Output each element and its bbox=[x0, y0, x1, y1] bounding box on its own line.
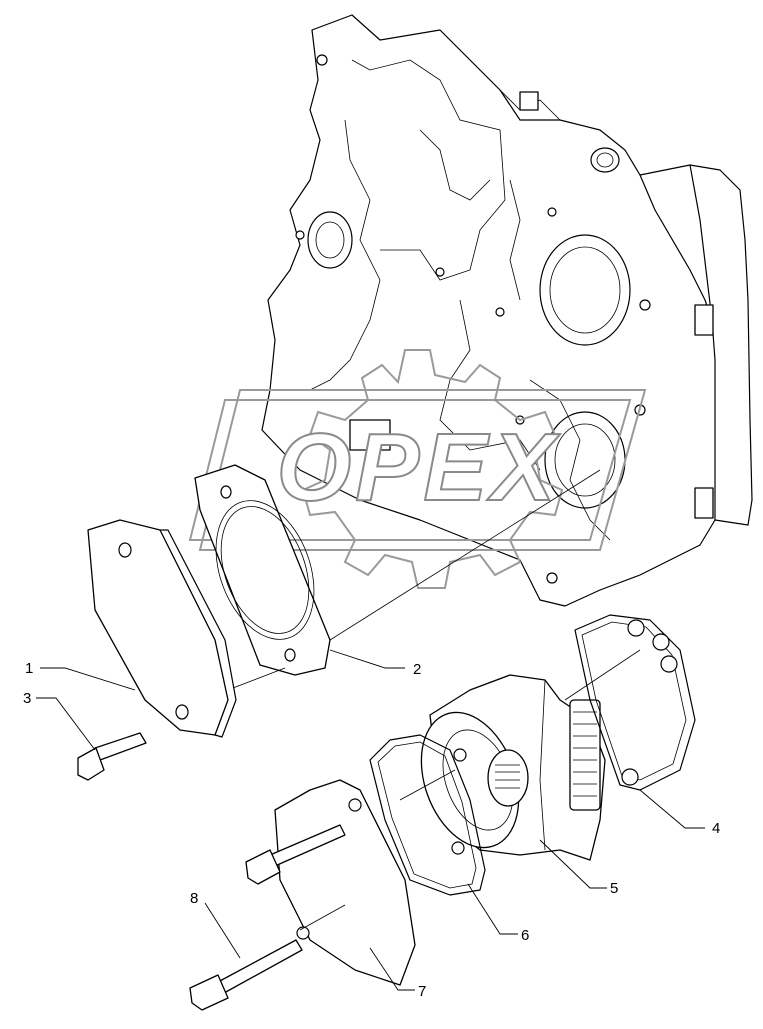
watermark-text: OPEX bbox=[277, 414, 561, 521]
callout-3: 3 bbox=[23, 690, 31, 707]
housing-casting bbox=[261, 14, 753, 607]
bolt-small bbox=[77, 732, 147, 781]
callout-5: 5 bbox=[610, 880, 618, 897]
pump-body bbox=[420, 674, 606, 861]
callout-7: 7 bbox=[418, 983, 426, 1000]
callout-8: 8 bbox=[190, 890, 198, 907]
gasket bbox=[194, 464, 331, 676]
callout-6: 6 bbox=[521, 927, 529, 944]
cover-plate bbox=[87, 519, 237, 738]
rear-cover-plate bbox=[274, 779, 416, 986]
callout-4: 4 bbox=[712, 820, 720, 837]
bolt-long-lower bbox=[189, 939, 303, 1011]
callout-1: 1 bbox=[25, 660, 33, 677]
gasket-ring-front bbox=[369, 734, 486, 896]
alignment-lines bbox=[232, 469, 641, 931]
bolt-long-upper bbox=[245, 824, 346, 885]
watermark: OPEX bbox=[188, 349, 647, 589]
leader-lines bbox=[36, 649, 705, 991]
gasket-ring-rear bbox=[574, 614, 696, 791]
callout-2: 2 bbox=[413, 661, 421, 678]
